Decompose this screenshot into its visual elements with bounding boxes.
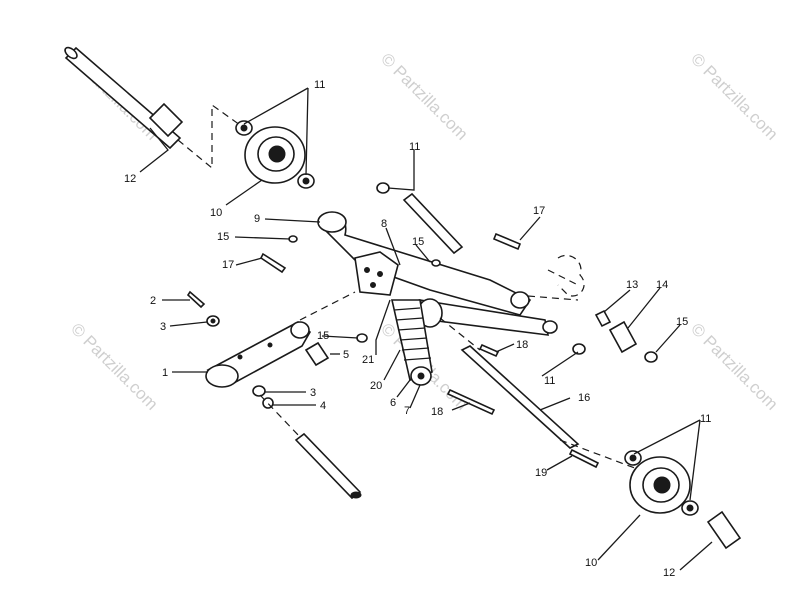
- leader-lines: [139, 87, 713, 571]
- callout-17a: 17: [222, 259, 234, 271]
- watermark-text: © Partzilla.com: [67, 319, 161, 413]
- callout-3b: 3: [310, 387, 316, 399]
- watermark-text: © Partzilla.com: [687, 49, 781, 143]
- right-hardware: [572, 309, 658, 363]
- bolts: [186, 232, 600, 469]
- callout-20: 20: [370, 380, 382, 392]
- callout-5: 5: [343, 349, 349, 361]
- wheel-upper-left: [235, 120, 315, 189]
- callout-15b: 15: [412, 236, 424, 248]
- watermark-text: © Partzilla.com: [377, 49, 471, 143]
- callout-19: 19: [535, 467, 547, 479]
- callout-18b: 18: [431, 406, 443, 418]
- watermark-text: © Partzilla.com: [687, 319, 781, 413]
- callout-3a: 3: [160, 321, 166, 333]
- link-alignment-line: [299, 291, 356, 321]
- callout-9: 9: [254, 213, 260, 225]
- callout-8: 8: [381, 218, 387, 230]
- callout-15c: 15: [317, 330, 329, 342]
- shock-absorber: [391, 299, 433, 386]
- wheel-lower-right: [624, 450, 742, 550]
- alignment-lines-right: [527, 269, 579, 301]
- callout-21: 21: [362, 354, 374, 366]
- axle-upper-left: [64, 46, 184, 150]
- cross-shaft: [460, 345, 580, 449]
- callout-11b: 11: [409, 141, 420, 153]
- callout-15d: 15: [676, 316, 688, 328]
- callout-10b: 10: [585, 557, 597, 569]
- callout-17b: 17: [533, 205, 545, 217]
- spacer-rod-upper: [376, 182, 464, 255]
- pivot-bracket: [354, 251, 399, 296]
- callout-16: 16: [578, 392, 590, 404]
- callout-6: 6: [390, 397, 396, 409]
- callout-14: 14: [656, 279, 668, 291]
- small-hardware: [206, 235, 441, 409]
- lower-axle-line: [259, 394, 301, 438]
- lower-link: [205, 321, 312, 388]
- axle-alignment-line: [177, 103, 241, 170]
- callout-1: 1: [162, 367, 168, 379]
- callout-13: 13: [626, 279, 638, 291]
- shaft-alignment-lines: [439, 317, 641, 471]
- callout-4: 4: [320, 400, 326, 412]
- callout-labels: 1 2 3 3 4 5 6 7 8 9 10 10 11 11 11 11 12…: [124, 79, 711, 579]
- callout-18a: 18: [516, 339, 528, 351]
- arm-assembly: [317, 211, 558, 336]
- callout-11c: 11: [544, 375, 555, 387]
- bracket-phantom: [557, 254, 585, 297]
- callout-2: 2: [150, 295, 156, 307]
- callout-12b: 12: [663, 567, 675, 579]
- callout-7: 7: [404, 405, 410, 417]
- callout-15a: 15: [217, 231, 229, 243]
- axle-lower-left: [294, 432, 362, 500]
- callout-12a: 12: [124, 173, 136, 185]
- callout-10a: 10: [210, 207, 222, 219]
- callout-11d: 11: [700, 413, 711, 425]
- callout-11a: 11: [314, 79, 325, 91]
